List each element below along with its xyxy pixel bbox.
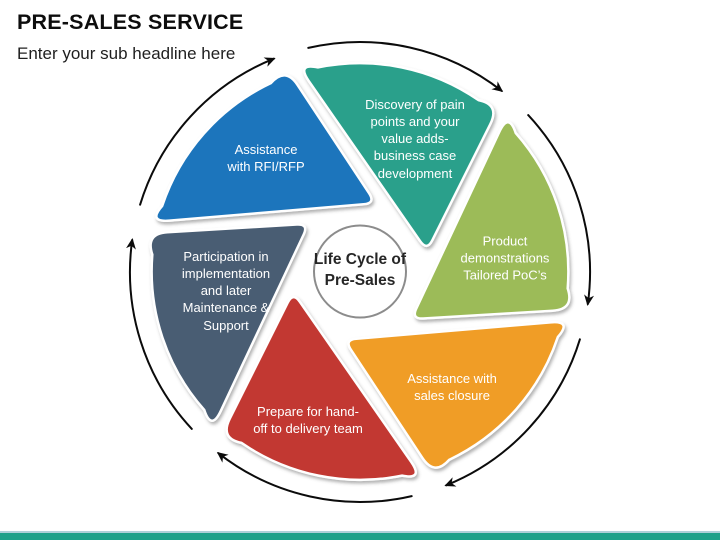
subtitle-placeholder[interactable]: Enter your sub headline here (17, 44, 236, 63)
label-rfi-rfp[interactable]: Assistance with RFI/RFP (227, 141, 305, 174)
cycle-arrow-left (126, 238, 193, 430)
cycle-arrow-right (527, 114, 594, 306)
page-title[interactable]: PRE-SALES SERVICE (17, 10, 244, 34)
footer-accent-line (0, 530, 720, 533)
center-circle[interactable] (313, 224, 407, 319)
cycle-arrow-top (307, 41, 504, 93)
center-circle-label[interactable]: Life Cycle of Pre-Sales (313, 251, 407, 289)
cycle-arrow-bottom-left (216, 451, 413, 503)
label-discovery[interactable]: Discovery of pain points and your value … (365, 97, 465, 181)
label-sales-closure[interactable]: Assistance with sales closure (407, 370, 497, 403)
label-handoff-delivery[interactable]: Prepare for hand-off to delivery team (253, 403, 363, 436)
cycle-arrow-top-left (139, 57, 276, 206)
footer-bar (0, 532, 720, 540)
label-product-demonstrations[interactable]: Product demonstrations Tailored PoC’s (460, 233, 550, 283)
cycle-arrow-bottom-right (444, 338, 581, 487)
cycle-arrows (126, 41, 594, 503)
label-implementation-support[interactable]: Participation in implementation and late… (181, 249, 271, 333)
